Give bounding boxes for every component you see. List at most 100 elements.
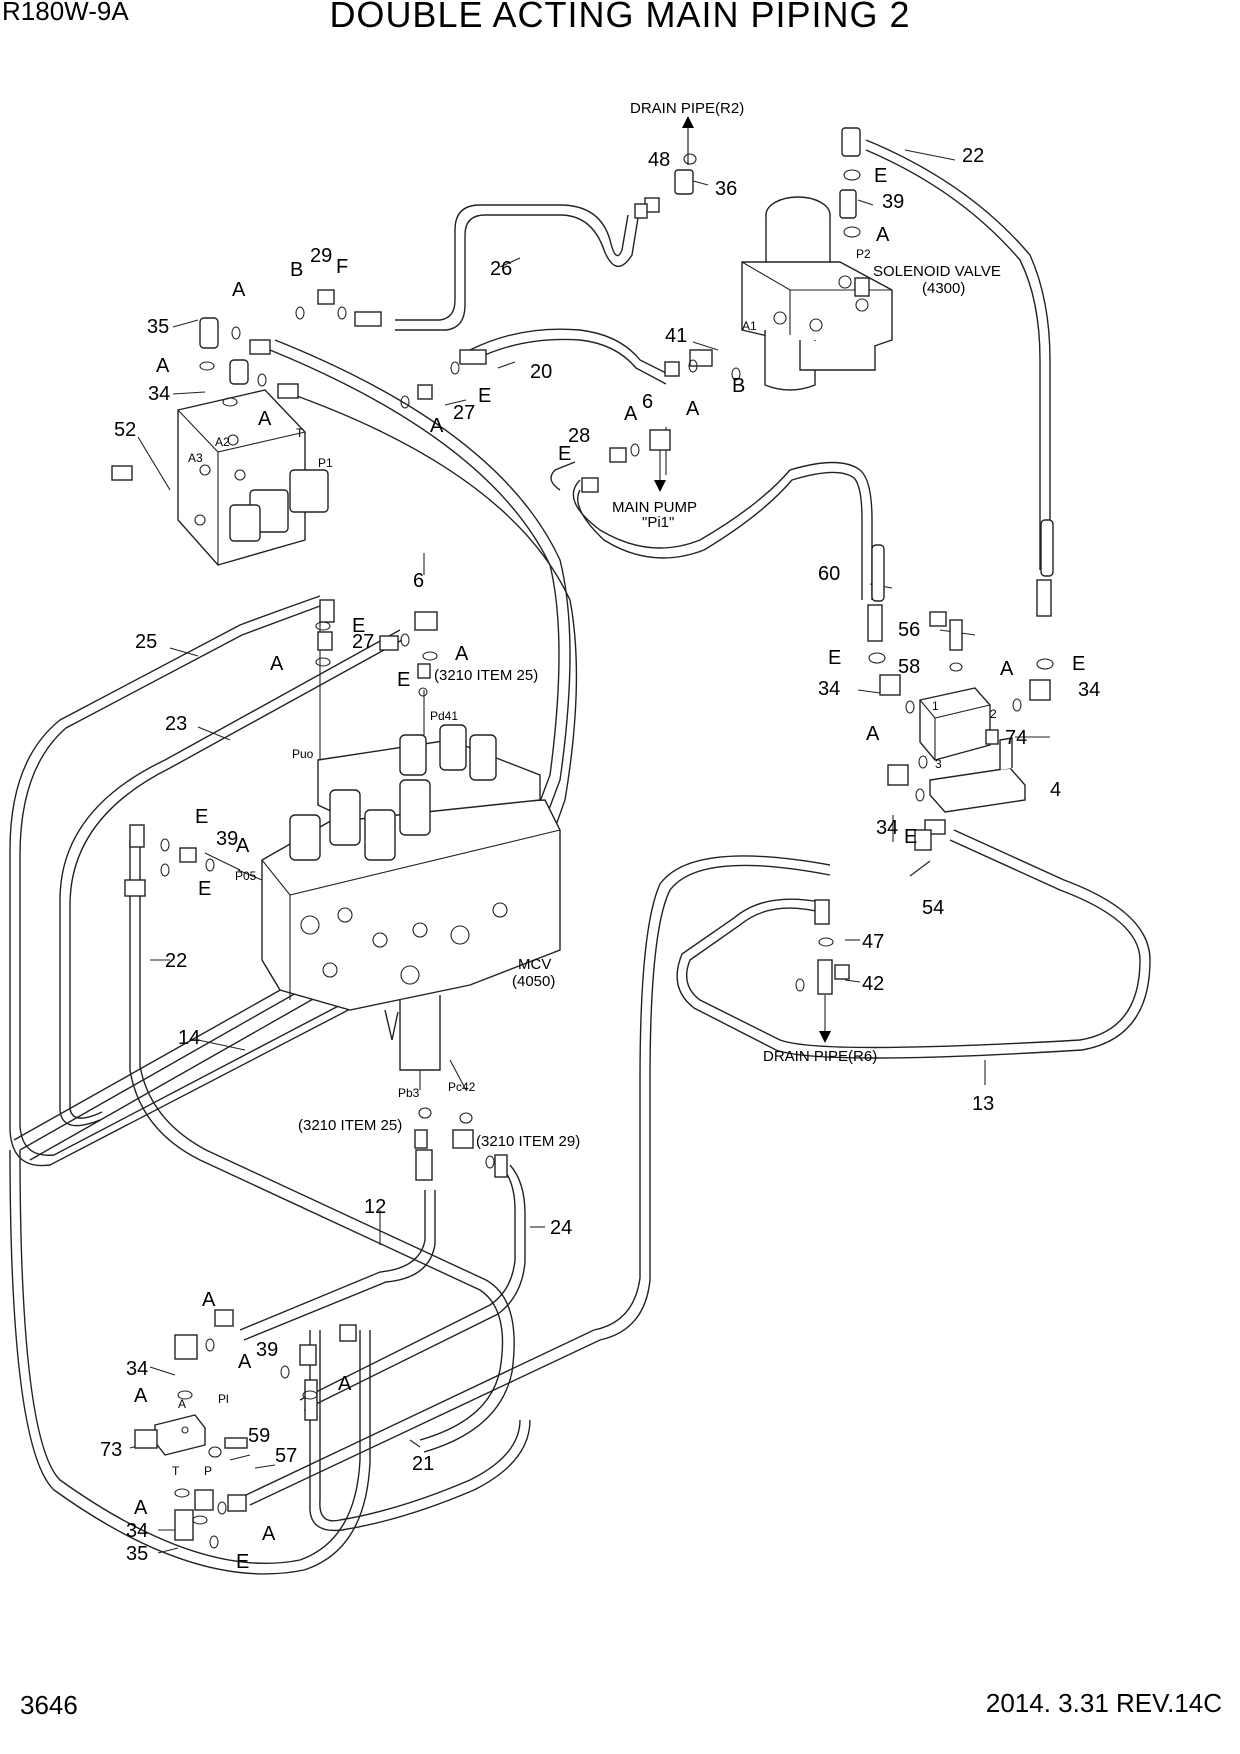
letter-e: E: [397, 669, 410, 691]
letter-a: A: [202, 1289, 216, 1311]
bracket-4: [929, 737, 1026, 813]
letter-a: A: [270, 653, 284, 675]
model-number: R180W-9A: [2, 0, 129, 26]
callout-35: 35: [126, 1543, 148, 1565]
callout-6: 6: [413, 570, 424, 592]
letter-a: A: [134, 1385, 148, 1407]
port-label: Pl: [218, 1392, 229, 1406]
letter-e: E: [478, 385, 491, 407]
fittings: [111, 127, 1054, 1541]
callout-22: 22: [165, 950, 187, 972]
callout-39: 39: [882, 191, 904, 213]
letter-a: A: [238, 1351, 252, 1373]
drain-r6-label: DRAIN PIPE(R6): [763, 1048, 877, 1065]
port-label: P2: [856, 247, 871, 261]
port-label: Puo: [292, 747, 314, 761]
callout-26: 26: [490, 258, 512, 280]
port-label: P: [204, 1464, 212, 1478]
letter-a: A: [866, 723, 880, 745]
hose-14: [13, 339, 578, 1161]
hose-loop-lower: [9, 1149, 531, 1575]
mcv-code: (4050): [512, 973, 555, 990]
callout-57: 57: [275, 1445, 297, 1467]
callout-58: 58: [898, 656, 920, 678]
callout-22: 22: [962, 145, 984, 167]
callout-60: 60: [818, 563, 840, 585]
port-label: T: [296, 426, 304, 440]
letter-e: E: [1072, 653, 1085, 675]
callout-74: 74: [1005, 727, 1027, 749]
letter-e: E: [236, 1551, 249, 1573]
hose-24: [299, 1164, 526, 1411]
callout-56: 56: [898, 619, 920, 641]
callout-21: 21: [412, 1453, 434, 1475]
callout-39: 39: [216, 828, 238, 850]
callout-28: 28: [568, 425, 590, 447]
letter-e: E: [558, 443, 571, 465]
port-label: P05: [235, 869, 257, 883]
port-label: 3: [935, 757, 942, 771]
hose-60: [572, 461, 873, 600]
callout-20: 20: [530, 361, 552, 383]
block-74: [919, 687, 999, 761]
callout-41: 41: [665, 325, 687, 347]
drain-r6-arrow: [819, 995, 831, 1043]
callout-34: 34: [148, 383, 170, 405]
callout-27: 27: [453, 402, 475, 424]
letter-b: B: [732, 375, 745, 397]
hose-26: [395, 204, 639, 331]
callout-42: 42: [862, 973, 884, 995]
callout-36: 36: [715, 178, 737, 200]
letter-f: F: [336, 256, 348, 278]
main-pump-arrow: [654, 450, 666, 492]
port-label: A1: [742, 319, 757, 333]
solenoid-valve-label: SOLENOID VALVE: [873, 263, 1001, 280]
port-label: T: [172, 1464, 180, 1478]
hose-12: [239, 1190, 436, 1341]
callout-48: 48: [648, 149, 670, 171]
mcv-4050: [261, 724, 561, 1071]
letter-e: E: [828, 647, 841, 669]
hose-main-pump: [550, 461, 576, 491]
solenoid-valve-code: (4300): [922, 280, 965, 297]
callout-14: 14: [178, 1027, 200, 1049]
callout-12: 12: [364, 1196, 386, 1218]
letter-a: A: [236, 835, 250, 857]
callout-34: 34: [1078, 679, 1100, 701]
mcv-label: MCV: [518, 956, 551, 973]
callout-52: 52: [114, 419, 136, 441]
letter-e: E: [198, 878, 211, 900]
letter-a: A: [232, 279, 246, 301]
letter-e: E: [352, 615, 365, 637]
callout-25: 25: [135, 631, 157, 653]
letter-e: E: [904, 826, 917, 848]
callout-34: 34: [876, 817, 898, 839]
callout-24: 24: [550, 1217, 572, 1239]
hose-21: [245, 855, 831, 1506]
callout-35: 35: [147, 316, 169, 338]
hose-13: [676, 829, 1151, 1059]
hose-22-left: [129, 840, 515, 1453]
callout-59: 59: [248, 1425, 270, 1447]
callout-54: 54: [922, 897, 944, 919]
letter-a: A: [686, 398, 700, 420]
letter-a: A: [624, 403, 638, 425]
port-label: A: [178, 1397, 186, 1411]
port-label: Pc42: [448, 1080, 476, 1094]
letter-a: A: [134, 1497, 148, 1519]
letter-a: A: [455, 643, 469, 665]
port-label: 1: [932, 699, 939, 713]
port-label: A3: [188, 451, 203, 465]
ref-3210-item-25-lower: (3210 ITEM 25): [298, 1117, 402, 1134]
ref-3210-item-29: (3210 ITEM 29): [476, 1133, 580, 1150]
letter-a: A: [430, 415, 444, 437]
callout-34: 34: [126, 1520, 148, 1542]
letter-b: B: [290, 259, 303, 281]
hose-22-right: [865, 139, 1051, 570]
block-73: [134, 1414, 206, 1456]
revision-date: 2014. 3.31 REV.14C: [985, 1688, 1222, 1718]
callout-34: 34: [126, 1358, 148, 1380]
port-label: 2: [990, 707, 997, 721]
main-pump-label: MAIN PUMP: [612, 499, 697, 516]
